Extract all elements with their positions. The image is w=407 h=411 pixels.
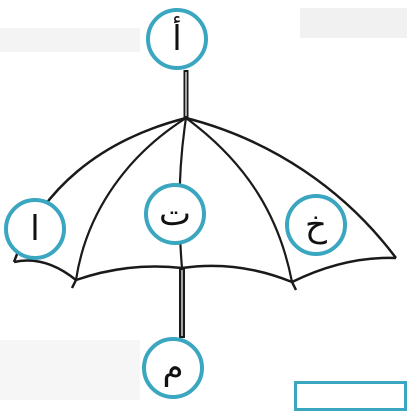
umbrella-rib-tip (292, 282, 296, 290)
letter-circle-right: خ (285, 194, 347, 256)
letter-center: ت (159, 197, 191, 231)
letter-circle-center: ت (144, 183, 206, 245)
umbrella-rib-tip (72, 280, 76, 288)
letter-top: أ (172, 22, 181, 56)
letter-circle-top: أ (146, 8, 208, 70)
letter-bottom: م (162, 351, 183, 385)
umbrella-canopy-hem (14, 258, 396, 282)
bg-smudge (0, 28, 140, 52)
letter-right: خ (305, 208, 327, 242)
letter-circle-left: ا (4, 198, 66, 260)
bg-smudge (300, 8, 407, 38)
bg-smudge (0, 340, 140, 400)
letter-circle-bottom: م (142, 337, 204, 399)
letter-left: ا (30, 212, 39, 246)
answer-box[interactable] (294, 381, 407, 411)
